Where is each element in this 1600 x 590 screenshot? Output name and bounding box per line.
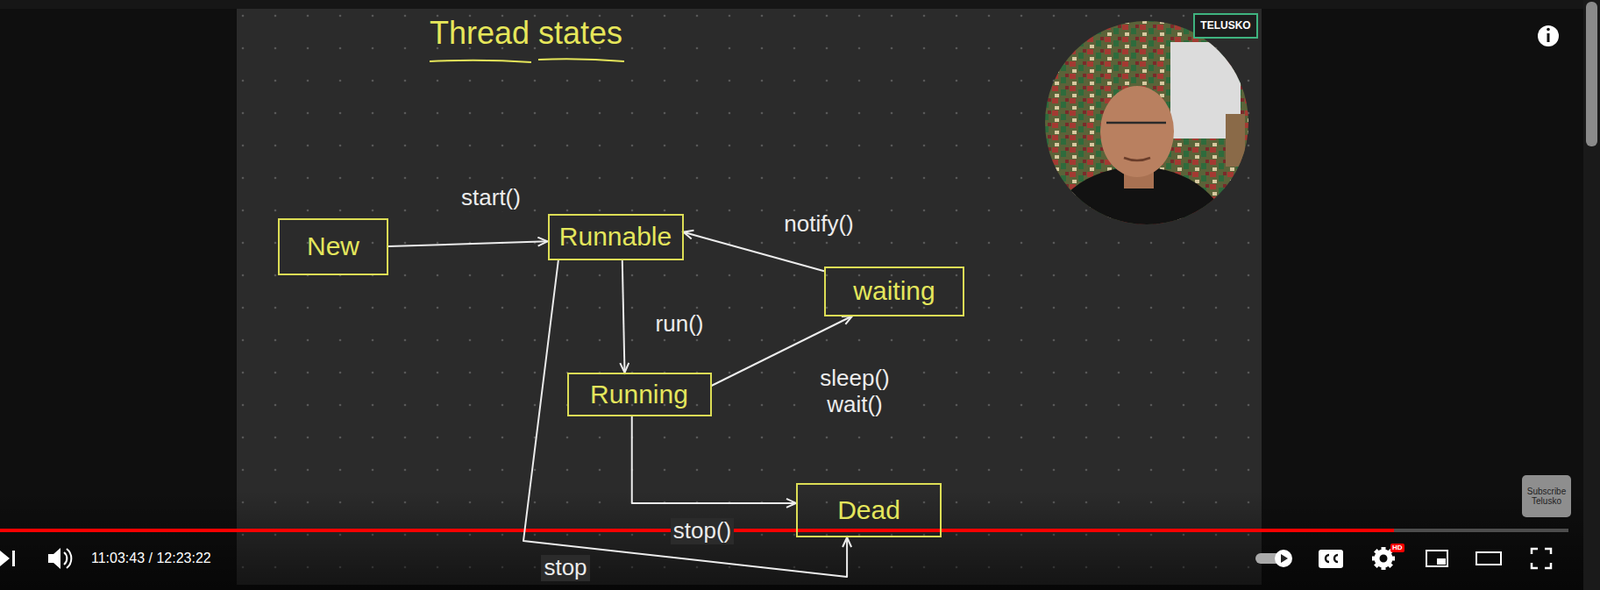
presenter-avatar	[1043, 19, 1251, 316]
node-text: Running	[590, 379, 689, 411]
transition-label: run()	[653, 311, 707, 338]
transition-label: stop()	[670, 518, 734, 545]
state-box: waiting	[824, 266, 965, 317]
controls-gradient	[0, 490, 1600, 590]
scrollbar-thumb	[1585, 1, 1598, 147]
avatar-body	[1045, 166, 1231, 316]
info-icon	[1537, 25, 1559, 47]
channel-badge: TELUSKO	[1193, 13, 1259, 39]
title-underline	[538, 58, 625, 62]
fullscreen-icon	[1531, 548, 1551, 569]
transition-arrow	[523, 260, 847, 578]
mini-frame	[1426, 550, 1448, 567]
speaker	[48, 547, 61, 569]
transition-label: stop	[540, 554, 590, 582]
gear-tooth	[1389, 556, 1395, 562]
gear-tooth	[1373, 548, 1381, 556]
sound-wave	[64, 552, 67, 565]
scrollbar-track	[1583, 0, 1600, 590]
next-bar	[12, 550, 15, 567]
connectors	[388, 232, 853, 577]
node-text: Subscribe Telusko	[1524, 486, 1569, 507]
cc-mark	[1334, 554, 1338, 562]
diagram-title: Thread states	[429, 17, 623, 50]
autoplay-toggle	[1255, 549, 1293, 568]
transition-arrow	[683, 232, 825, 272]
theater-icon	[1476, 552, 1501, 565]
node-text: Dead	[837, 495, 901, 527]
node-text: TELUSKO	[1200, 19, 1251, 32]
transition-arrow	[622, 260, 626, 374]
toggle-play	[1280, 554, 1288, 563]
state-box: Running	[567, 372, 712, 417]
info-dot	[1546, 28, 1551, 32]
gear-tooth	[1372, 556, 1378, 562]
avatar-shelf	[1225, 113, 1245, 167]
sound-wave	[66, 548, 72, 569]
volume-icon	[48, 547, 72, 569]
avatar-mouth	[1123, 157, 1151, 161]
top-strip	[0, 0, 1600, 9]
next-button	[0, 550, 15, 567]
miniplayer-icon	[1426, 550, 1448, 567]
progress-track	[0, 528, 1569, 533]
captions-icon	[1318, 549, 1344, 569]
subscribe-button: Subscribe Telusko	[1521, 475, 1572, 518]
node-text: New	[306, 231, 360, 263]
gear-tooth	[1381, 547, 1387, 553]
node-text: waiting	[853, 276, 935, 307]
info-stem	[1547, 33, 1551, 43]
cc-plate	[1318, 549, 1344, 569]
info-disc	[1537, 25, 1559, 47]
avatar-head	[1100, 85, 1174, 178]
mini-inset	[1436, 558, 1446, 565]
state-box: Dead	[796, 483, 942, 538]
node-text: Runnable	[559, 221, 672, 253]
next-triangle	[0, 550, 10, 567]
state-box: New	[277, 218, 389, 276]
state-box: Runnable	[547, 213, 684, 261]
gear-tooth	[1373, 561, 1381, 569]
quality-badge: HD	[1390, 543, 1405, 553]
transition-arrow	[388, 241, 548, 247]
gear-tooth	[1386, 561, 1394, 569]
title-underline	[429, 60, 532, 63]
transition-label: notify()	[781, 211, 856, 238]
cc-mark	[1325, 554, 1330, 562]
gear-tooth	[1381, 564, 1387, 570]
transition-arrow	[632, 416, 797, 504]
video-time: 11:03:43 / 12:23:22	[91, 550, 212, 567]
transition-label: start()	[458, 184, 524, 212]
transition-label: sleep() wait()	[808, 365, 902, 419]
avatar-glasses	[1106, 121, 1167, 125]
toggle-knob	[1274, 549, 1293, 568]
